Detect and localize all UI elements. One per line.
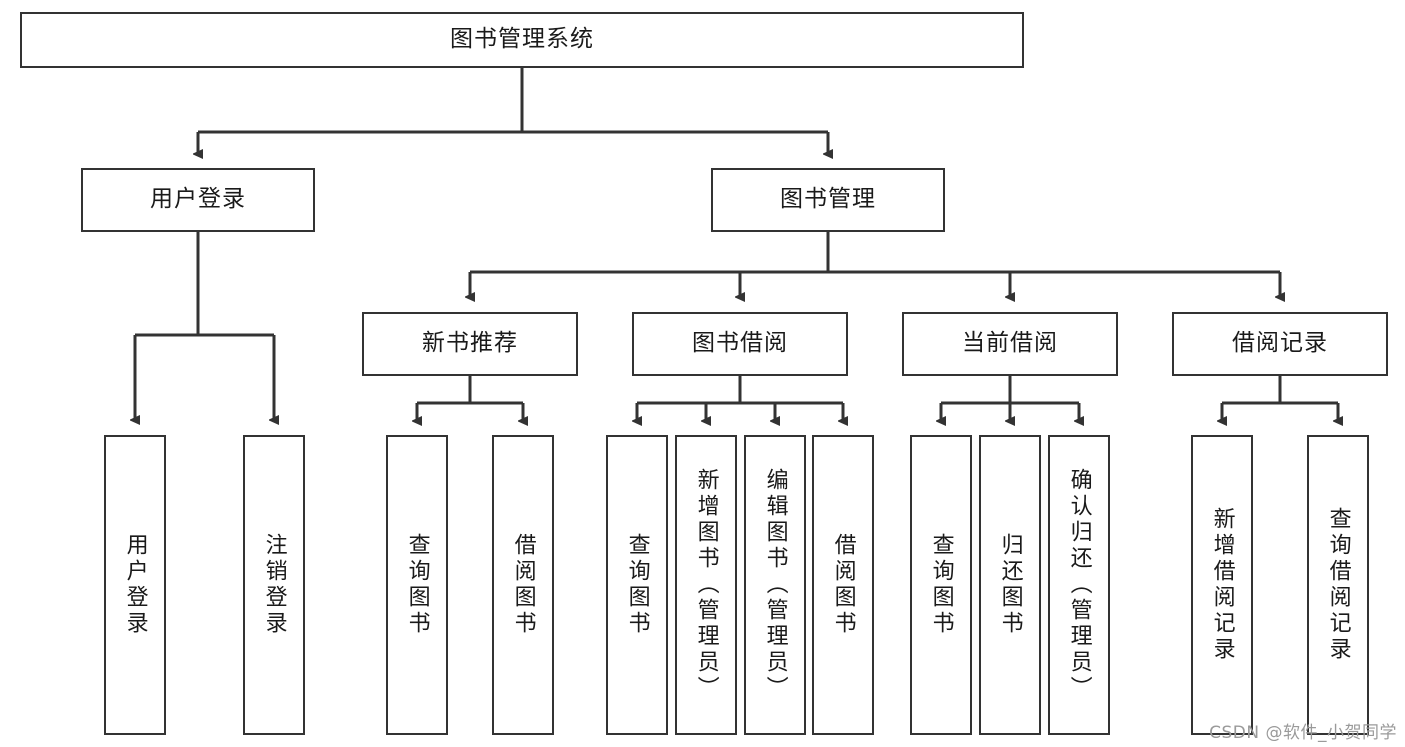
leaf-label: 确认归还（管理员） <box>1066 468 1092 702</box>
leaf-label: 用户登录 <box>122 533 148 637</box>
leaf-label: 注销登录 <box>261 533 287 637</box>
leaf-current-query[interactable]: 查询图书 <box>910 435 972 735</box>
leaf-label: 新增借阅记录 <box>1209 507 1235 663</box>
leaf-user-login-logout[interactable]: 注销登录 <box>243 435 305 735</box>
node-book-borrow[interactable]: 图书借阅 <box>632 312 848 376</box>
leaf-label: 查询借阅记录 <box>1325 507 1351 663</box>
node-new-book-recommend[interactable]: 新书推荐 <box>362 312 578 376</box>
watermark: CSDN @软件_小贺同学 <box>1209 723 1397 743</box>
node-user-login-label: 用户登录 <box>150 186 246 213</box>
leaf-borrow-query[interactable]: 查询图书 <box>606 435 668 735</box>
node-user-login[interactable]: 用户登录 <box>81 168 315 232</box>
leaf-user-login-login[interactable]: 用户登录 <box>104 435 166 735</box>
node-book-borrow-label: 图书借阅 <box>692 330 788 357</box>
node-root-label: 图书管理系统 <box>450 26 594 53</box>
leaf-new-book-borrow[interactable]: 借阅图书 <box>492 435 554 735</box>
leaf-label: 借阅图书 <box>510 533 536 637</box>
leaf-borrow-borrow-book[interactable]: 借阅图书 <box>812 435 874 735</box>
leaf-label: 查询图书 <box>928 533 954 637</box>
leaf-label: 新增图书（管理员） <box>693 468 719 702</box>
node-book-manage[interactable]: 图书管理 <box>711 168 945 232</box>
leaf-current-return[interactable]: 归还图书 <box>979 435 1041 735</box>
node-current-borrow[interactable]: 当前借阅 <box>902 312 1118 376</box>
leaf-label: 查询图书 <box>624 533 650 637</box>
leaf-borrow-add-book[interactable]: 新增图书（管理员） <box>675 435 737 735</box>
leaf-label: 借阅图书 <box>830 533 856 637</box>
leaf-record-add[interactable]: 新增借阅记录 <box>1191 435 1253 735</box>
node-root[interactable]: 图书管理系统 <box>20 12 1024 68</box>
node-new-book-recommend-label: 新书推荐 <box>422 330 518 357</box>
node-book-manage-label: 图书管理 <box>780 186 876 213</box>
node-borrow-record-label: 借阅记录 <box>1232 330 1328 357</box>
leaf-record-query[interactable]: 查询借阅记录 <box>1307 435 1369 735</box>
leaf-label: 归还图书 <box>997 533 1023 637</box>
leaf-label: 编辑图书（管理员） <box>762 468 788 702</box>
node-current-borrow-label: 当前借阅 <box>962 330 1058 357</box>
leaf-current-confirm-return[interactable]: 确认归还（管理员） <box>1048 435 1110 735</box>
leaf-label: 查询图书 <box>404 533 430 637</box>
leaf-new-book-query[interactable]: 查询图书 <box>386 435 448 735</box>
leaf-borrow-edit-book[interactable]: 编辑图书（管理员） <box>744 435 806 735</box>
node-borrow-record[interactable]: 借阅记录 <box>1172 312 1388 376</box>
